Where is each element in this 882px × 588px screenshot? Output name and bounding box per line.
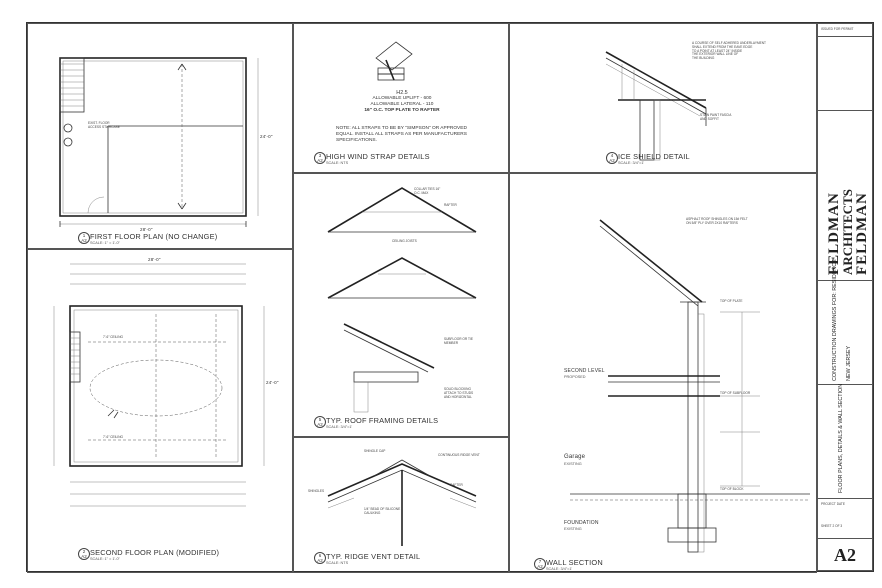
first-floor-depth-dim: 24'-0"	[260, 134, 273, 139]
roof-note-rafter: RAFTER	[444, 203, 457, 207]
wall-section-title: WALL SECTION	[546, 558, 603, 567]
second-floor-plan-panel: 7'-6" CEILING 7'-6" CEILING 28'-0" 24'-0…	[27, 249, 293, 573]
sheet-number: A2	[834, 545, 856, 565]
first-floor-scale: SCALE: 1" = 1'-0"	[90, 241, 120, 245]
wall-label-garage-sub: EXISTING	[564, 462, 582, 466]
title-block-revisions	[818, 36, 872, 110]
high-wind-title: HIGH WIND STRAP DETAILS	[326, 152, 430, 161]
title-block-sheet-title: FLOOR PLANS, DETAILS & WALL SECTION	[818, 384, 872, 498]
ridge-vent-scale: SCALE: NTS	[326, 561, 349, 565]
first-floor-plan-drawing	[59, 57, 259, 227]
ice-shield-title: ICE SHIELD DETAIL	[618, 152, 690, 161]
strap-callout-line2: ALLOWABLE UPLIFT - 600	[372, 96, 432, 101]
wall-note-block: TOP OF BLOCK	[720, 487, 744, 491]
strap-note: NOTE: ALL STRAPS TO BE BY "SIMPSON" OR A…	[336, 126, 467, 143]
title-block-firm: FELDMAN ARCHITECTS FELDMAN	[818, 110, 872, 280]
roof-framing-scale: SCALE: 3/4"=1'	[326, 425, 353, 429]
project-location: NEW JERSEY	[846, 345, 852, 381]
second-floor-width-dim: 28'-0"	[148, 257, 161, 262]
ice-shield-drawing	[605, 51, 707, 161]
roof-note-ceiling: CEILING JOISTS	[392, 239, 417, 243]
firm-name-3: FELDMAN	[854, 192, 870, 275]
project-title: CONSTRUCTION DRAWINGS FOR: RESIDENCE	[832, 259, 838, 381]
strap-callout-line3: ALLOWABLE LATERAL - 110	[370, 102, 434, 107]
first-floor-width-dim: 28'-0"	[140, 227, 153, 232]
first-floor-title: FIRST FLOOR PLAN (NO CHANGE)	[90, 232, 218, 241]
ridge-note-rafter: RAFTER	[450, 483, 463, 487]
wall-label-foundation-sub: EXISTING	[564, 527, 582, 531]
roof-note-collar: COLLAR TIES 16"O.C. MAX	[414, 187, 441, 195]
second-floor-note-ceiling: 7'-6" CEILING	[103, 335, 123, 339]
roof-framing-title: TYP. ROOF FRAMING DETAILS	[326, 416, 439, 425]
strap-callout-line1: H2.5	[396, 90, 408, 96]
wall-note-plate: TOP OF PLATE	[720, 299, 743, 303]
second-floor-depth-dim: 24'-0"	[266, 380, 279, 385]
sheet-title: FLOOR PLANS, DETAILS & WALL SECTION	[838, 383, 844, 493]
ridge-note-vent: CONTINUOUS RIDGE VENT	[438, 453, 480, 457]
ice-shield-scale: SCALE: 3/4"=1'	[618, 161, 645, 165]
wall-label-garage: Garage	[564, 454, 586, 460]
title-block-project: CONSTRUCTION DRAWINGS FOR: RESIDENCE NEW…	[818, 259, 872, 384]
wall-label-second-sub: PROPOSED	[564, 375, 586, 379]
ridge-vent-panel: SHINGLE CAP CONTINUOUS RIDGE VENT SHINGL…	[293, 437, 509, 573]
ridge-vent-title: TYP. RIDGE VENT DETAIL	[326, 552, 421, 561]
second-floor-plan-drawing	[53, 263, 265, 507]
roof-framing-panel: COLLAR TIES 16"O.C. MAX RAFTER CEILING J…	[293, 173, 509, 437]
title-block-sheet-number: A2	[818, 538, 872, 570]
second-floor-scale: SCALE: 1" = 1'-0"	[90, 557, 120, 561]
ridge-note-shingles: SHINGLES	[308, 489, 325, 493]
ridge-vent-drawing	[327, 459, 477, 546]
ridge-note-cap: SHINGLE CAP	[364, 449, 386, 453]
wall-label-second: SECOND LEVEL	[564, 368, 605, 374]
second-floor-note-ceiling-b: 7'-6" CEILING	[103, 435, 123, 439]
wall-section-scale: SCALE: 3/4"=1'	[546, 567, 573, 571]
high-wind-strap-drawing	[375, 41, 413, 81]
title-block-meta: PROJECT DATE SHEET 2 OF 3	[818, 498, 872, 538]
high-wind-strap-panel: H2.5 ALLOWABLE UPLIFT - 600 ALLOWABLE LA…	[293, 23, 509, 173]
project-date-label: PROJECT DATE	[821, 502, 845, 506]
high-wind-scale: SCALE: NTS	[326, 161, 349, 165]
strap-callout-line4: 16" O.C. TOP PLATE TO RAFTER	[364, 108, 440, 113]
sheet-of-label: SHEET 2 OF 3	[821, 524, 843, 528]
wall-label-foundation: FOUNDATION	[564, 520, 599, 526]
roof-framing-drawing	[327, 187, 477, 413]
title-block: ISSUED FOR PERMIT FELDMAN ARCHITECTS FEL…	[817, 23, 873, 571]
wall-section-drawing	[570, 219, 810, 553]
wall-note-subfloor: TOP OF SUBFLOOR	[720, 391, 751, 395]
issued-for: ISSUED FOR PERMIT	[821, 27, 854, 31]
second-floor-title: SECOND FLOOR PLAN (MODIFIED)	[90, 548, 220, 557]
